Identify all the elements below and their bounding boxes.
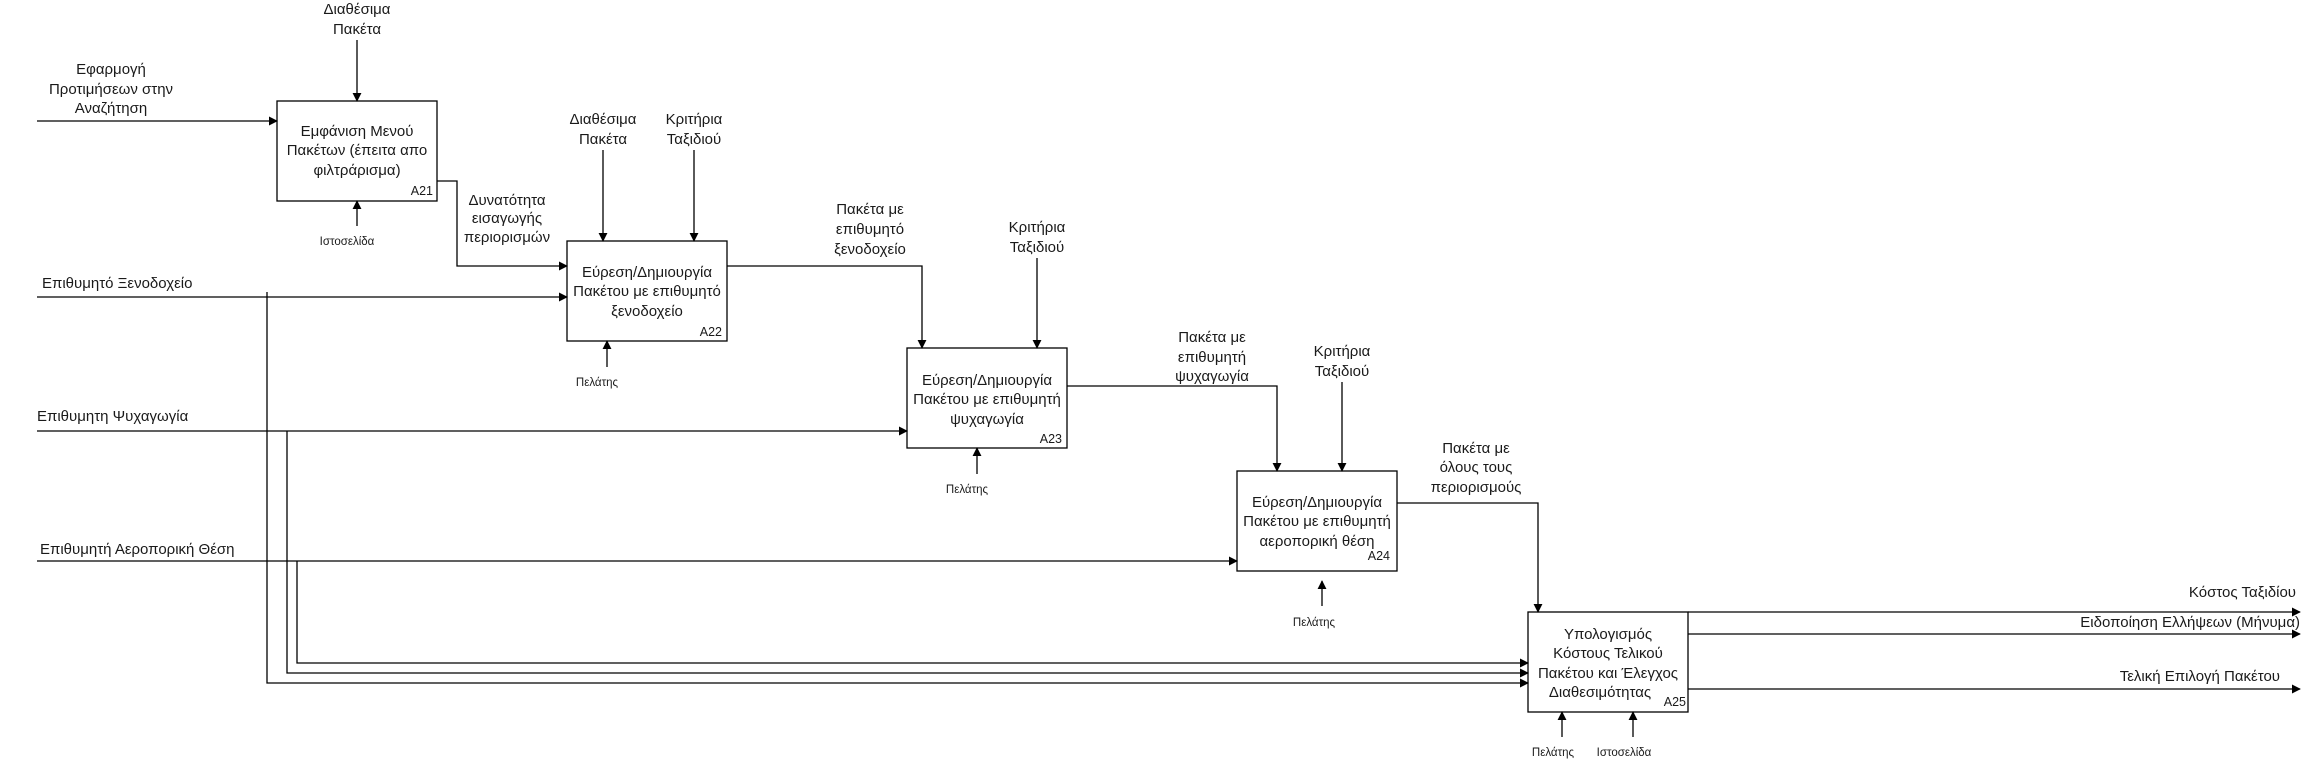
box-a23[interactable]: Εύρεση/Δημιουργία Πακέτου με επιθυμητή ψ… [906, 347, 1068, 449]
arrow-a21-to-a22 [437, 180, 568, 271]
mechanism-customer-a24: Πελάτης [1293, 580, 1336, 629]
arrow-hotel-to-a25 [266, 292, 1529, 688]
control-criteria-a24: Κριτήρια Ταξιδιού [1314, 343, 1371, 472]
box-a22[interactable]: Εύρεση/Δημιουργία Πακέτου με επιθυμητό ξ… [566, 240, 728, 342]
box-a23-line-2: Πακέτου με επιθυμητή [913, 391, 1061, 408]
output-shortage-notice: Ειδοποίηση Ελλήψεων (Μήνυμα) [1688, 614, 2301, 639]
mechanism-customer-a22: Πελάτης [576, 340, 619, 389]
box-a22-line-2: Πακέτου με επιθυμητό [573, 283, 721, 300]
input-flight: Επιθυμητή Αεροπορική Θέση [37, 541, 1238, 566]
control-criteria-a22: Κριτήρια Ταξιδιού [666, 111, 723, 242]
box-a22-id: A22 [700, 325, 722, 339]
flow-packages-all-line-2: όλους τους [1440, 459, 1513, 476]
input-preferences-line-1: Εφαρμογή [76, 61, 146, 78]
input-hotel-label: Επιθυμητό Ξενοδοχείο [42, 275, 192, 292]
flow-packages-hotel: Πακέτα με επιθυμητό ξενοδοχείο [727, 201, 927, 349]
box-a22-line-1: Εύρεση/Δημιουργία [582, 264, 712, 281]
control-criteria-a23-line-2: Ταξιδιού [1010, 239, 1064, 256]
flow-packages-entertainment-line-2: επιθυμητή [1178, 349, 1246, 366]
box-a21-line-1: Εμφάνιση Μενού [301, 123, 414, 140]
mechanism-website-a25: Ιστοσελίδα [1597, 711, 1652, 759]
box-a25-line-4: Διαθεσιμότητας [1549, 684, 1651, 701]
control-available-packages-top: Διαθέσιμα Πακέτα [324, 1, 391, 102]
mechanism-website-a25-label: Ιστοσελίδα [1597, 747, 1652, 759]
flow-packages-all-line-1: Πακέτα με [1442, 440, 1510, 457]
box-a24[interactable]: Εύρεση/Δημιουργία Πακέτου με επιθυμητή α… [1236, 470, 1398, 572]
box-a25[interactable]: Υπολογισμός Κόστους Τελικού Πακέτου και … [1527, 611, 1689, 713]
mechanism-customer-a22-label: Πελάτης [576, 377, 619, 389]
box-a23-id: A23 [1040, 432, 1062, 446]
control-available-packages-top-line-2: Πακέτα [333, 21, 381, 38]
box-a25-id: A25 [1664, 695, 1686, 709]
control-criteria-a24-line-2: Ταξιδιού [1315, 363, 1369, 380]
arrow-a24-to-a25 [1397, 502, 1543, 613]
output-shortage-notice-label: Ειδοποίηση Ελλήψεων (Μήνυμα) [2080, 614, 2300, 631]
box-a24-id: A24 [1368, 549, 1390, 563]
box-a21-id: A21 [411, 184, 433, 198]
flow-restrictions-option-line-1: Δυνατότητα [468, 192, 545, 209]
flow-restrictions-option-line-2: εισαγωγής [472, 210, 542, 227]
output-trip-cost: Κόστος Ταξιδίου [1688, 584, 2301, 617]
input-preferences-line-3: Αναζήτηση [75, 100, 147, 117]
input-entertainment-label: Επιθυμητη Ψυχαγωγία [37, 408, 189, 425]
control-criteria-a22-line-2: Ταξιδιού [667, 131, 721, 148]
arrow-entertainment-to-a25 [286, 431, 1529, 678]
mechanism-customer-a24-label: Πελάτης [1293, 617, 1336, 629]
box-a25-line-2: Κόστους Τελικού [1553, 645, 1663, 662]
box-a21-line-2: Πακέτων (έπειτα απο [287, 142, 428, 159]
flow-packages-entertainment-line-1: Πακέτα με [1178, 329, 1246, 346]
box-a24-line-1: Εύρεση/Δημιουργία [1252, 494, 1382, 511]
mechanism-website-a21: Ιστοσελίδα [320, 200, 375, 248]
flow-packages-entertainment: Πακέτα με επιθυμητή ψυχαγωγία [1067, 329, 1282, 472]
box-a25-line-3: Πακέτου και Έλεγχος [1538, 665, 1678, 682]
control-available-packages-a22-line-1: Διαθέσιμα [570, 111, 637, 128]
input-flight-label: Επιθυμητή Αεροπορική Θέση [40, 541, 235, 558]
flow-restrictions-option-line-3: περιορισμών [464, 229, 550, 246]
control-criteria-a23: Κριτήρια Ταξιδιού [1009, 219, 1066, 349]
control-criteria-a24-line-1: Κριτήρια [1314, 343, 1371, 360]
control-criteria-a23-line-1: Κριτήρια [1009, 219, 1066, 236]
flow-packages-all-line-3: περιορισμούς [1431, 479, 1522, 496]
box-a21-line-3: φιλτράρισμα) [313, 162, 400, 179]
box-a23-line-3: ψυχαγωγία [950, 411, 1024, 428]
control-available-packages-a22: Διαθέσιμα Πακέτα [570, 111, 637, 242]
box-a21[interactable]: Εμφάνιση Μενού Πακέτων (έπειτα απο φιλτρ… [276, 100, 438, 202]
mechanism-customer-a25-label: Πελάτης [1532, 747, 1575, 759]
control-available-packages-a22-line-2: Πακέτα [579, 131, 627, 148]
arrow-flight-to-a25 [296, 561, 1529, 668]
control-criteria-a22-line-1: Κριτήρια [666, 111, 723, 128]
mechanism-website-a21-label: Ιστοσελίδα [320, 236, 375, 248]
input-preferences-line-2: Προτιμήσεων στην [49, 81, 173, 98]
box-a23-line-1: Εύρεση/Δημιουργία [922, 372, 1052, 389]
box-a22-line-3: ξενοδοχείο [611, 303, 683, 320]
mechanism-customer-a23-label: Πελάτης [946, 484, 989, 496]
input-hotel: Επιθυμητό Ξενοδοχείο [37, 275, 568, 302]
flow-packages-all: Πακέτα με όλους τους περιορισμούς [1397, 440, 1543, 613]
box-a24-line-2: Πακέτου με επιθυμητή [1243, 513, 1391, 530]
flow-packages-hotel-line-3: ξενοδοχείο [834, 241, 906, 258]
flow-packages-hotel-line-1: Πακέτα με [836, 201, 904, 218]
arrow-a22-to-a23 [727, 265, 927, 349]
output-final-selection-label: Τελική Επιλογή Πακέτου [2120, 668, 2280, 685]
output-trip-cost-label: Κόστος Ταξιδίου [2189, 584, 2296, 601]
output-final-selection: Τελική Επιλογή Πακέτου [1688, 668, 2301, 694]
mechanism-customer-a23: Πελάτης [946, 447, 989, 496]
control-available-packages-top-line-1: Διαθέσιμα [324, 1, 391, 18]
input-entertainment: Επιθυμητη Ψυχαγωγία [37, 408, 908, 436]
flow-packages-entertainment-line-3: ψυχαγωγία [1175, 368, 1249, 385]
mechanism-customer-a25: Πελάτης [1532, 711, 1575, 759]
input-preferences: Εφαρμογή Προτιμήσεων στην Αναζήτηση [37, 61, 278, 126]
flow-packages-hotel-line-2: επιθυμητό [836, 221, 904, 238]
box-a25-line-1: Υπολογισμός [1564, 626, 1652, 643]
arrow-a23-to-a24 [1067, 385, 1282, 472]
box-a24-line-3: αεροπορική θέση [1259, 533, 1374, 550]
flow-restrictions-option: Δυνατότητα εισαγωγής περιορισμών [437, 180, 568, 271]
